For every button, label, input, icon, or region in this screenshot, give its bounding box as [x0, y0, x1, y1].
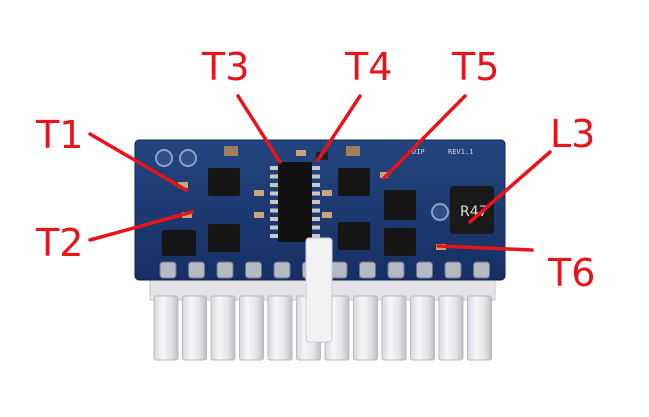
connector-pin	[210, 295, 236, 361]
connector-pin	[239, 295, 264, 361]
solder-pad	[245, 261, 262, 279]
ic-pin	[270, 234, 278, 238]
inductor-marking: R47	[460, 204, 488, 220]
arrow-t1	[88, 132, 188, 192]
label-l3: L3	[550, 112, 595, 156]
solder-pad	[216, 261, 234, 279]
ic-pin	[312, 217, 320, 221]
label-t1: T1	[35, 113, 83, 157]
mounting-hole	[179, 149, 197, 167]
label-t5: T5	[451, 45, 499, 89]
pcb-board: R47 DIP REV1.1	[134, 139, 506, 281]
ic-pin	[270, 183, 278, 187]
ic-pin	[312, 208, 320, 213]
ic-pin	[270, 174, 278, 179]
center-ic-pins	[270, 166, 320, 238]
ic-pin	[312, 191, 320, 196]
arrow-l3	[468, 150, 552, 224]
solder-pad	[273, 261, 291, 279]
ic-pin	[312, 183, 320, 187]
arrow-t3	[236, 94, 282, 164]
silkscreen-dip: DIP	[412, 148, 425, 156]
connector-pin	[438, 295, 464, 361]
ic-pin	[270, 217, 278, 221]
connector-pin	[182, 295, 207, 361]
ic-pin	[312, 234, 320, 238]
label-t2: T2	[35, 221, 83, 265]
arrow-t5	[382, 94, 467, 180]
connector-pin	[410, 295, 435, 361]
solder-pad	[387, 261, 405, 279]
solder-pad	[330, 261, 348, 279]
solder-pads	[159, 261, 490, 279]
solder-pad	[159, 261, 177, 279]
arrow-t2	[88, 210, 194, 242]
connector-pin	[153, 295, 179, 361]
ic-pin	[312, 174, 320, 179]
ic-pin	[270, 191, 278, 196]
ic-pin	[312, 225, 320, 230]
connector-pin	[267, 295, 293, 361]
connector-pin	[467, 295, 492, 361]
solder-pad	[416, 261, 433, 279]
arrow-t4	[316, 94, 362, 162]
solder-pad	[444, 261, 462, 279]
ic-pin	[312, 166, 320, 170]
annotation-lines	[88, 94, 552, 252]
connector-pin	[353, 295, 378, 361]
connector-latch	[305, 237, 333, 343]
solder-pad	[188, 261, 205, 279]
label-t3: T3	[201, 45, 249, 89]
solder-pad	[359, 261, 376, 279]
arrow-t6	[436, 244, 534, 252]
ic-pin	[270, 208, 278, 213]
label-t4: T4	[344, 45, 392, 89]
mosfet-chip	[162, 168, 416, 256]
connector-pin	[381, 295, 407, 361]
center-ic-chip	[278, 162, 312, 242]
solder-pad	[473, 261, 490, 279]
mounting-hole	[155, 149, 173, 167]
mounting-hole	[431, 203, 449, 221]
label-t6: T6	[547, 251, 595, 295]
ic-pin	[270, 200, 278, 204]
silkscreen-rev: REV1.1	[448, 148, 473, 156]
ic-pin	[312, 200, 320, 204]
inductor-l3: R47	[450, 186, 494, 234]
ic-pin	[270, 225, 278, 230]
ic-pin	[270, 166, 278, 170]
